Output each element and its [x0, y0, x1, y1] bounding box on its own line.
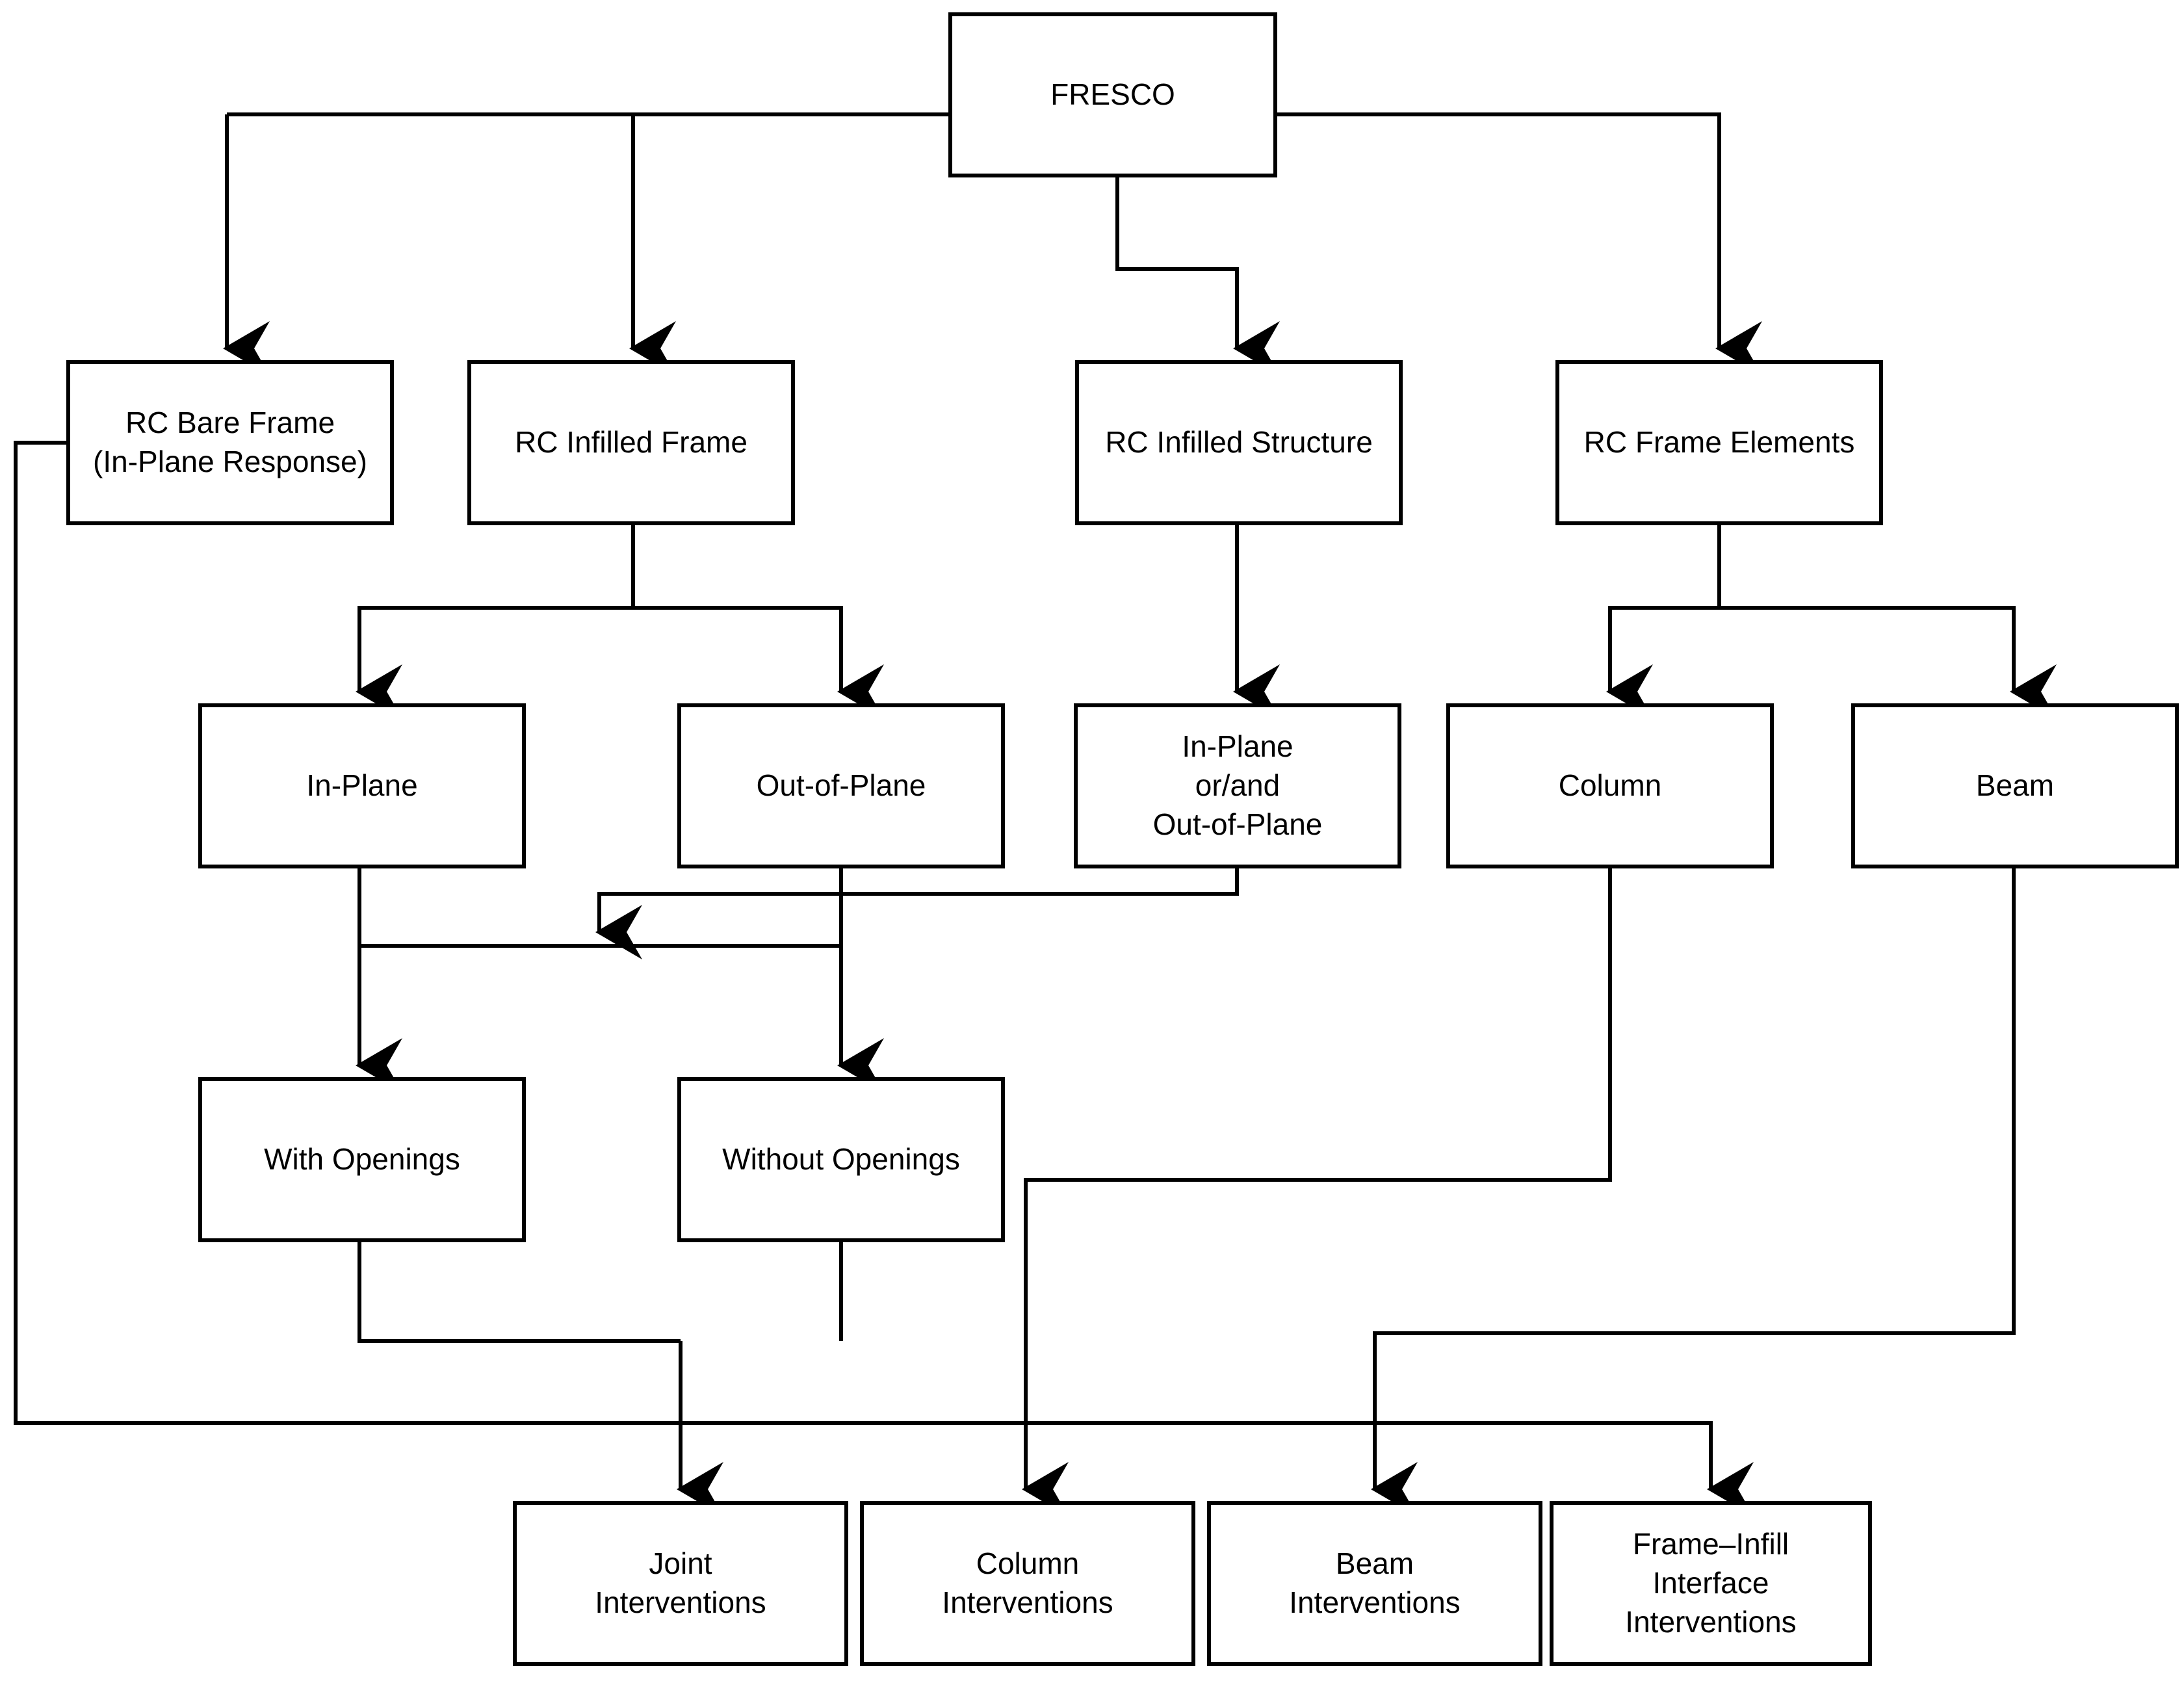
- edge-infilled-frame-split-right: [633, 606, 884, 719]
- edge-frame-elements-split-right: [1719, 606, 2057, 719]
- node-with-openings[interactable]: [198, 1077, 526, 1242]
- node-frame-elements[interactable]: [1555, 360, 1883, 525]
- node-frame-infill-interventions[interactable]: [1550, 1501, 1872, 1666]
- edge-bare-frame-left-route: [14, 441, 1028, 1425]
- node-column[interactable]: [1446, 703, 1774, 868]
- node-without-openings[interactable]: [677, 1077, 1005, 1242]
- edge-fresco-to-infilled-structure: [1115, 176, 1280, 376]
- edge-merge-to-frame-infill: [1028, 1421, 1754, 1517]
- edge-in-or-out-to-bus: [595, 867, 1239, 959]
- edge-with-openings-down: [358, 1240, 681, 1343]
- edge-frame-elements-split: [1606, 523, 1721, 719]
- node-fresco[interactable]: [948, 12, 1277, 177]
- node-bare-frame[interactable]: [66, 360, 394, 525]
- edge-beam-route: [1371, 867, 2016, 1517]
- edge-fresco-bus-right: [1275, 112, 1762, 376]
- node-beam-interventions[interactable]: [1207, 1501, 1542, 1666]
- node-infilled-structure[interactable]: [1075, 360, 1403, 525]
- node-out-of-plane[interactable]: [677, 703, 1005, 868]
- edge-infilled-frame-split: [356, 523, 635, 719]
- edge-column-route: [1022, 867, 1612, 1517]
- node-in-or-out-of-plane[interactable]: [1074, 703, 1401, 868]
- node-joint-interventions[interactable]: [513, 1501, 848, 1666]
- node-column-interventions[interactable]: [860, 1501, 1195, 1666]
- node-infilled-frame[interactable]: [467, 360, 795, 525]
- node-in-plane[interactable]: [198, 703, 526, 868]
- node-beam[interactable]: [1851, 703, 2179, 868]
